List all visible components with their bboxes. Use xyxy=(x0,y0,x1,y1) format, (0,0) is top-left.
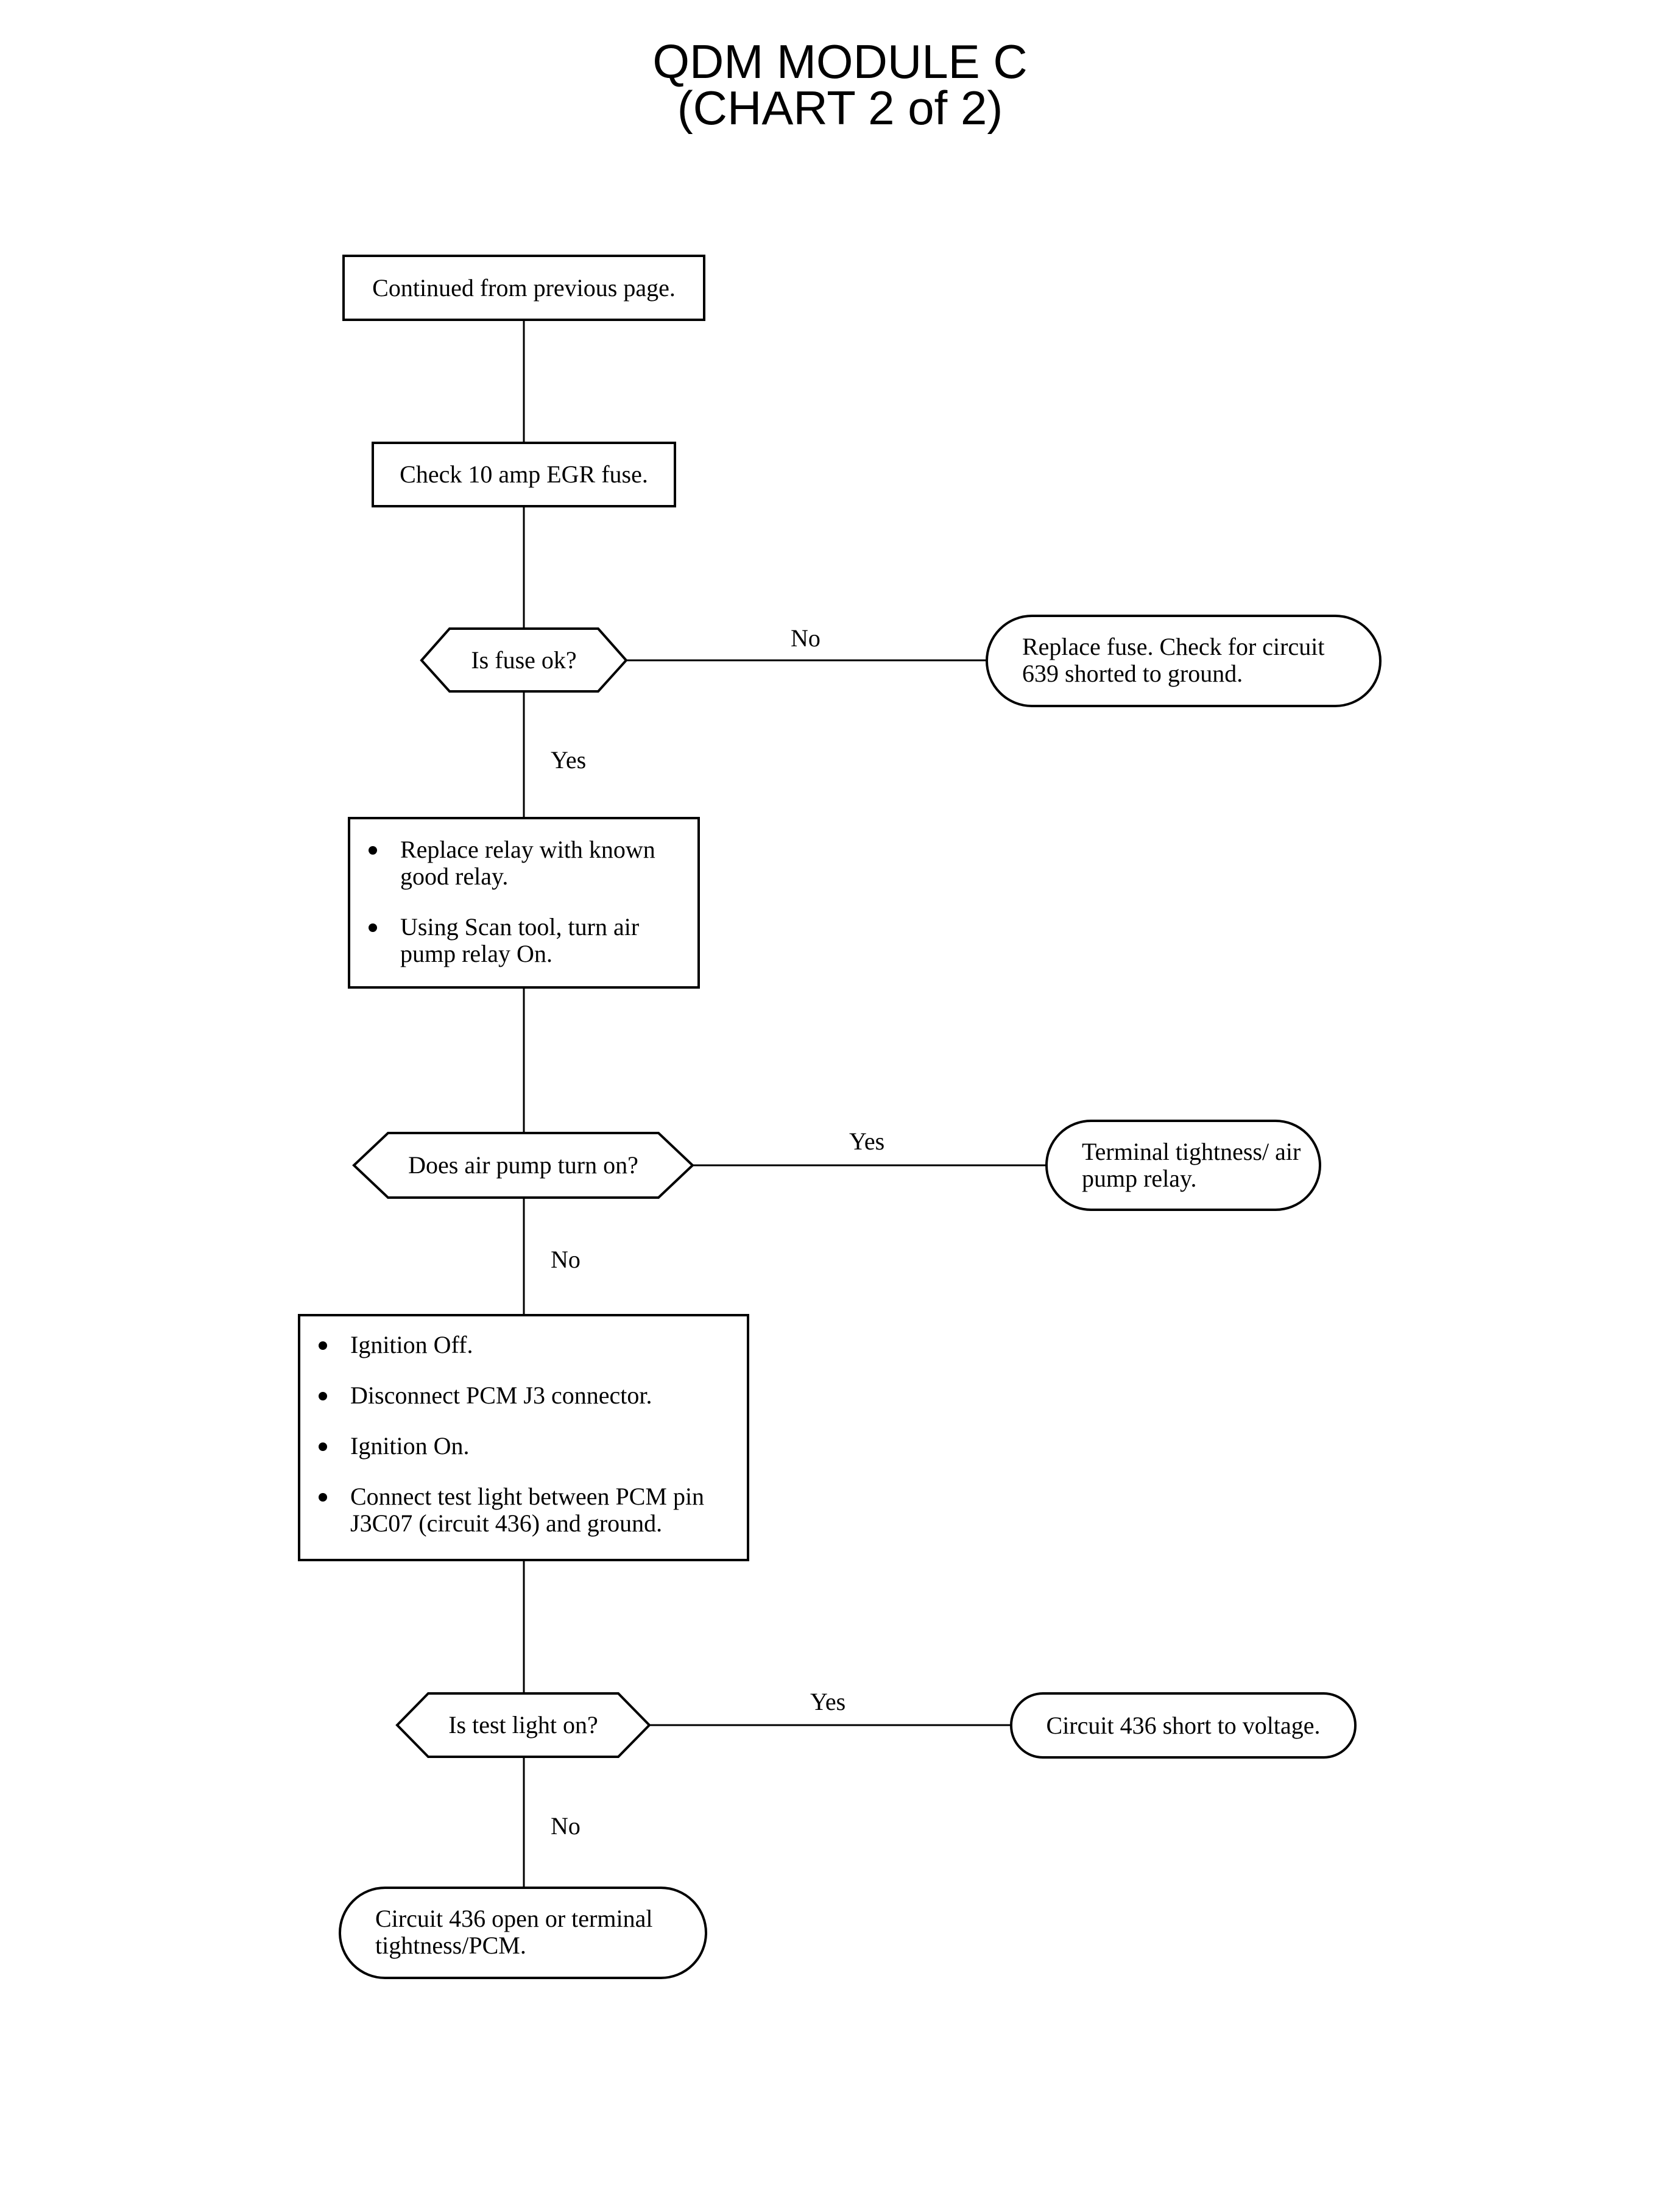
result-open-or-terminal-text: Circuit 436 open or terminal tightness/P… xyxy=(375,1905,653,1959)
ign-step-2: Disconnect PCM J3 connector. xyxy=(299,1382,738,1409)
ignition-steps-text: Ignition Off. Disconnect PCM J3 connecto… xyxy=(299,1332,738,1537)
result-terminal-tightness-relay-text: Terminal tightness/ air pump relay. xyxy=(1082,1138,1301,1192)
chart-subtitle: (CHART 2 of 2) xyxy=(677,81,1003,135)
ign-step-1: Ignition Off. xyxy=(299,1332,738,1358)
relay-steps-box xyxy=(348,817,700,989)
result-terminal-tightness-relay xyxy=(1045,1120,1321,1211)
label-fuse-yes: Yes xyxy=(551,746,587,774)
ignition-steps-box xyxy=(298,1314,749,1561)
ign-step-4: Connect test light between PCM pin J3C07… xyxy=(299,1483,738,1537)
label-pump-yes: Yes xyxy=(849,1128,885,1155)
result-short-to-voltage xyxy=(1010,1692,1357,1759)
result-replace-fuse xyxy=(986,615,1382,707)
relay-steps-text: Replace relay with known good relay. Usi… xyxy=(349,836,690,967)
start-box xyxy=(342,255,705,321)
decision-air-pump-on xyxy=(352,1132,694,1199)
check-fuse-text: Check 10 amp EGR fuse. xyxy=(400,461,648,488)
decision-test-light-on xyxy=(395,1692,651,1758)
check-fuse-box xyxy=(372,442,676,507)
start-text: Continued from previous page. xyxy=(372,274,676,302)
decision-test-light-on-text: Is test light on? xyxy=(448,1711,598,1739)
decision-fuse-ok xyxy=(420,627,628,693)
label-light-no: No xyxy=(551,1812,581,1840)
label-fuse-no: No xyxy=(791,624,821,652)
ign-step-3: Ignition On. xyxy=(299,1433,738,1460)
result-open-or-terminal xyxy=(339,1887,707,1979)
result-short-to-voltage-text: Circuit 436 short to voltage. xyxy=(1046,1711,1321,1739)
decision-air-pump-on-text: Does air pump turn on? xyxy=(408,1151,638,1179)
chart-title: QDM MODULE C xyxy=(652,35,1028,88)
result-replace-fuse-text: Replace fuse. Check for circuit 639 shor… xyxy=(1022,633,1325,687)
decision-fuse-ok-text: Is fuse ok? xyxy=(471,646,577,674)
label-light-yes: Yes xyxy=(810,1688,846,1715)
label-pump-no: No xyxy=(551,1246,581,1273)
relay-step-2: Using Scan tool, turn air pump relay On. xyxy=(349,914,690,967)
relay-step-1: Replace relay with known good relay. xyxy=(349,836,690,890)
